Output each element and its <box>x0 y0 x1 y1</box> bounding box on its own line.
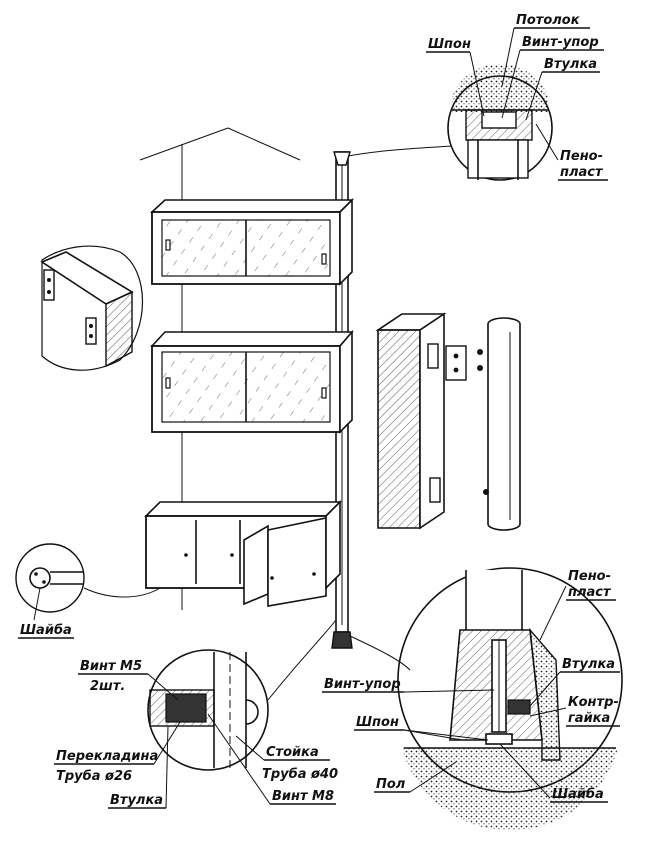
svg-text:гайка: гайка <box>568 711 610 726</box>
svg-text:Труба ø26: Труба ø26 <box>56 769 132 784</box>
detail-ceiling-mount <box>347 64 553 181</box>
detail-pipe <box>483 317 521 531</box>
label-stop-screw-top: Винт-упор <box>501 35 604 119</box>
label-foam-bottom: Пено- пласт <box>539 569 616 641</box>
label-post: Стойка Труба ø40 <box>235 735 338 782</box>
label-screw-m5: Винт М5 2шт. <box>78 659 179 701</box>
svg-text:Шайба: Шайба <box>552 787 604 802</box>
label-screw-m8: Винт М8 <box>207 713 336 805</box>
label-locknut: Контр- гайка <box>529 695 620 727</box>
svg-text:Шайба: Шайба <box>20 623 72 638</box>
cabinet-top <box>149 198 354 286</box>
label-veneer-top: Шпон <box>426 37 485 117</box>
svg-text:Пол: Пол <box>376 777 406 792</box>
label-crossbar: Перекладина Труба ø26 <box>54 721 181 784</box>
label-floor: Пол <box>374 761 457 793</box>
detail-cabinet-side <box>375 312 483 530</box>
detail-crossbar-joint <box>147 619 337 771</box>
label-sleeve-bottom-left: Втулка <box>108 725 169 809</box>
label-stop-screw-bottom: Винт-упор <box>322 677 495 693</box>
cabinet-bottom <box>144 500 342 607</box>
svg-text:Стойка: Стойка <box>266 745 319 760</box>
svg-text:Труба ø40: Труба ø40 <box>262 767 338 782</box>
label-foam-top: Пено- пласт <box>535 123 608 181</box>
svg-text:Винт М5: Винт М5 <box>80 659 142 674</box>
svg-text:Шпон: Шпон <box>356 715 399 730</box>
svg-text:2шт.: 2шт. <box>90 679 125 694</box>
svg-text:Втулка: Втулка <box>544 57 597 72</box>
label-sleeve-bottom-right: Втулка <box>529 657 620 707</box>
detail-washer <box>15 543 161 613</box>
svg-text:Потолок: Потолок <box>516 13 581 28</box>
svg-text:Перекладина: Перекладина <box>56 749 158 764</box>
svg-text:пласт: пласт <box>568 585 612 600</box>
svg-text:пласт: пласт <box>560 165 604 180</box>
svg-text:Пено-: Пено- <box>568 569 611 584</box>
svg-text:Шпон: Шпон <box>428 37 471 52</box>
label-veneer-bottom: Шпон <box>354 715 489 741</box>
svg-text:Винт-упор: Винт-упор <box>324 677 401 692</box>
svg-text:Винт-упор: Винт-упор <box>522 35 599 50</box>
svg-text:Втулка: Втулка <box>562 657 615 672</box>
label-washer-left: Шайба <box>18 587 74 639</box>
label-ceiling: Потолок <box>501 13 590 87</box>
label-washer-bottom: Шайба <box>499 743 608 803</box>
svg-text:Пено-: Пено- <box>560 149 603 164</box>
svg-text:Винт М8: Винт М8 <box>272 789 334 804</box>
svg-text:Контр-: Контр- <box>568 695 619 710</box>
cabinet-middle <box>150 329 354 434</box>
svg-text:Втулка: Втулка <box>110 793 163 808</box>
label-sleeve-top: Втулка <box>525 57 600 121</box>
detail-cabinet-corner <box>40 245 144 371</box>
